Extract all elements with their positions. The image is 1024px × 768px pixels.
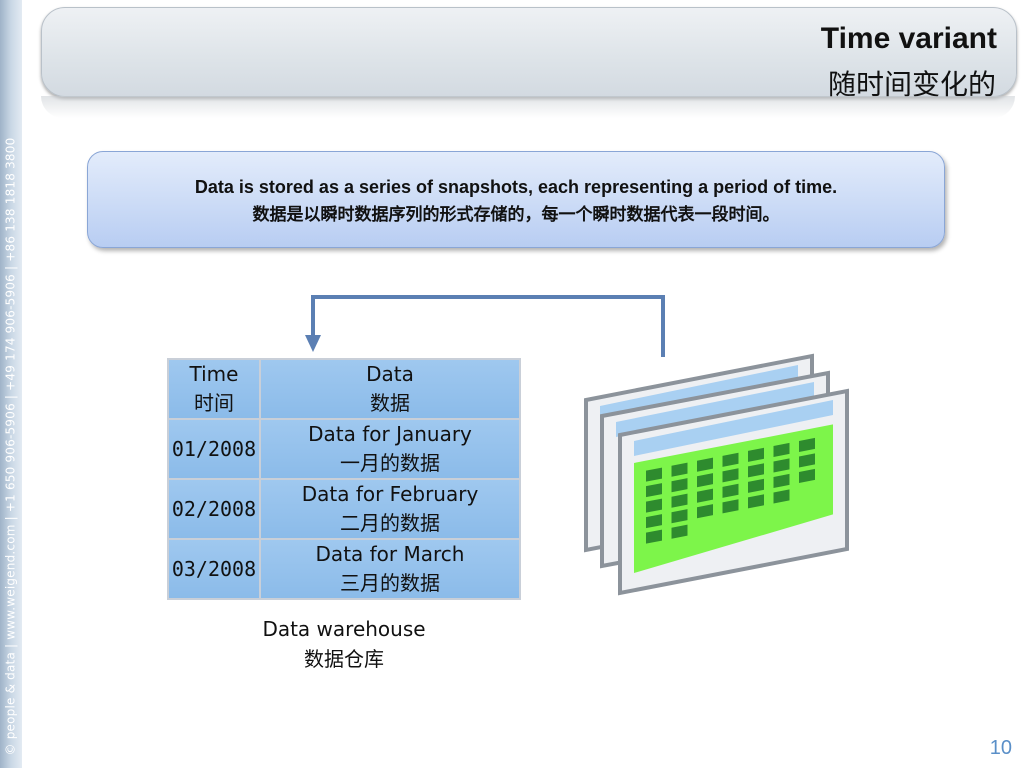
grid-cell [799, 437, 815, 453]
caption-en: Data warehouse [262, 617, 426, 641]
grid-cell [748, 478, 764, 493]
time-cell: 03/2008 [167, 538, 261, 600]
time-header-en: Time [189, 362, 239, 386]
grid-cell [646, 514, 662, 529]
table-row: 03/2008 Data for March 三月的数据 [167, 538, 521, 600]
time-header: Time 时间 [167, 358, 261, 420]
title-banner: Time variant 随时间变化的 [41, 7, 1017, 101]
grid-cell [697, 488, 713, 503]
time-cell: 01/2008 [167, 418, 261, 480]
grid-cell [799, 468, 815, 484]
table-header-row: Time 时间 Data 数据 [167, 358, 521, 420]
grid-cell [748, 447, 764, 462]
data-cell-zh: 二月的数据 [340, 511, 440, 535]
grid-cell [773, 473, 790, 488]
data-cell-en: Data for February [301, 482, 479, 506]
page-title: Time variant [820, 22, 997, 55]
grid-cell [722, 452, 739, 467]
callout-text-english: Data is stored as a series of snapshots,… [194, 177, 838, 197]
grid-cell [773, 489, 790, 504]
page-number: 10 [989, 737, 1012, 759]
callout-text-chinese: 数据是以瞬时数据序列的形式存储的，每一个瞬时数据代表一段时间。 [252, 205, 780, 225]
grid-cell [646, 529, 662, 544]
grid-cell [799, 453, 815, 468]
page-title-chinese: 随时间变化的 [827, 68, 996, 101]
grid-cell [722, 468, 739, 483]
time-cell: 02/2008 [167, 478, 261, 540]
grid-cell [697, 473, 713, 488]
grid-cell [646, 467, 662, 482]
data-cell: Data for February 二月的数据 [259, 478, 521, 540]
data-cell-en: Data for January [308, 422, 472, 446]
grid-cell [773, 442, 790, 457]
data-cell: Data for January 一月的数据 [259, 418, 521, 480]
sheet-header-band [634, 400, 833, 456]
table-row: 01/2008 Data for January 一月的数据 [167, 418, 521, 480]
definition-callout: Data is stored as a series of snapshots,… [87, 151, 945, 248]
data-cell-en: Data for March [315, 542, 465, 566]
grid-cell [671, 493, 688, 508]
grid-cell [748, 463, 764, 478]
data-cell-zh: 三月的数据 [340, 571, 440, 595]
caption-zh: 数据仓库 [304, 647, 384, 671]
grid-cell [748, 494, 764, 509]
grid-cell [773, 458, 790, 473]
grid-cell [646, 498, 662, 513]
grid-cell [646, 483, 662, 498]
grid-cell [697, 504, 713, 519]
grid-cell [671, 509, 688, 524]
table-caption: Data warehouse 数据仓库 [244, 614, 444, 674]
title-reflection [41, 96, 1015, 118]
sheet-header-band [616, 382, 814, 437]
grid-cell [722, 499, 739, 514]
data-header-zh: 数据 [370, 391, 410, 415]
data-header: Data 数据 [259, 358, 521, 420]
grid-cell [671, 478, 688, 493]
table-row: 02/2008 Data for February 二月的数据 [167, 478, 521, 540]
grid-cell [671, 524, 688, 539]
data-warehouse-table: Time 时间 Data 数据 01/2008 Data for January… [167, 358, 521, 600]
grid-cell [671, 462, 688, 477]
side-strip: © people & data | www.weigend.com | +1 6… [0, 0, 22, 768]
grid-cell [722, 483, 739, 498]
data-cell-zh: 一月的数据 [340, 451, 440, 475]
data-cell: Data for March 三月的数据 [259, 538, 521, 600]
time-header-zh: 时间 [194, 391, 234, 415]
grid-cell [697, 457, 713, 472]
data-header-en: Data [366, 362, 414, 386]
